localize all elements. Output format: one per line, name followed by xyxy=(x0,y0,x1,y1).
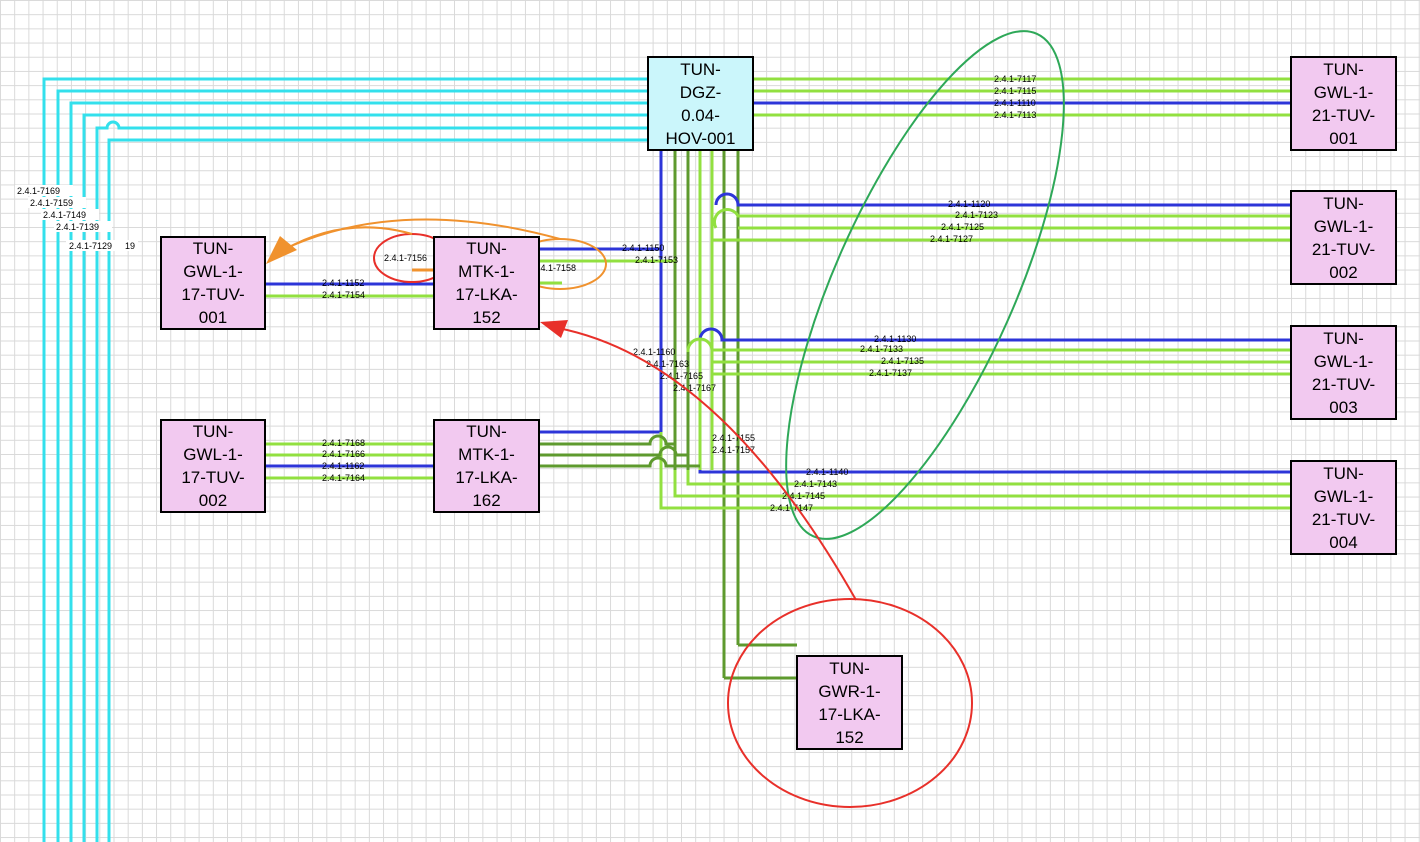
label-7165: 2.4.1-7165 xyxy=(660,371,703,381)
label-7169: 2.4.1-7169 xyxy=(17,186,60,196)
label-7166: 2.4.1-7166 xyxy=(322,449,365,459)
cable-7159-path xyxy=(56,89,647,842)
label-1150: 2.4.1-1150 xyxy=(622,243,664,253)
cable-7169-path xyxy=(42,77,647,842)
orange-arrow-curve-2 xyxy=(283,226,413,251)
mtk152-connections xyxy=(265,247,675,298)
green-highlight-ellipse xyxy=(785,30,1065,540)
label-7139: 2.4.1-7139 xyxy=(56,222,99,232)
orange-arrowhead xyxy=(266,236,297,264)
cable-7119-path xyxy=(107,138,647,842)
label-7113: 2.4.1-7113 xyxy=(994,110,1036,120)
mtk162-to-trunk xyxy=(540,434,700,468)
label-7167: 2.4.1-7167 xyxy=(673,383,716,393)
label-7157: 2.4.1-7157 xyxy=(712,445,755,455)
red-arrow-curve xyxy=(557,327,857,601)
label-7154: 2.4.1-7154 xyxy=(322,290,365,300)
cables-to-gwl21-002 xyxy=(712,192,1291,242)
label-1130: 2.4.1-1130 xyxy=(874,334,916,344)
label-7129: 2.4.1-7129 xyxy=(69,241,112,251)
cable-mtk162-b xyxy=(540,445,688,457)
device-box-gwl17-001[interactable]: TUN- GWL-1- 17-TUV- 001 xyxy=(160,236,266,330)
cable-mtk162-c xyxy=(540,456,700,468)
device-box-mtk152[interactable]: TUN- MTK-1- 17-LKA- 152 xyxy=(433,236,540,330)
trunk-to-gwl21-004-7143 xyxy=(686,470,1291,486)
label-1152: 2.4.1-1152 xyxy=(322,278,364,288)
label-1160: 2.4.1-1160 xyxy=(633,347,675,357)
label-7168: 2.4.1-7168 xyxy=(322,438,365,448)
cyan-cable-bundle xyxy=(42,77,647,842)
label-7145: 2.4.1-7145 xyxy=(782,491,825,501)
label-7159: 2.4.1-7159 xyxy=(30,198,73,208)
label-7115: 2.4.1-7115 xyxy=(994,86,1036,96)
device-box-gwl21-003[interactable]: TUN- GWL-1- 21-TUV- 003 xyxy=(1290,325,1397,420)
cable-mtk162-a xyxy=(540,434,675,446)
label-1140: 2.4.1-1140 xyxy=(806,467,848,477)
label-7137: 2.4.1-7137 xyxy=(869,368,912,378)
trunk-blue-main xyxy=(540,150,663,434)
label-7163: 2.4.1-7163 xyxy=(646,359,689,369)
label-7153: 2.4.1-7153 xyxy=(635,255,678,265)
label-7123: 2.4.1-7123 xyxy=(955,210,998,220)
label-7125: 2.4.1-7125 xyxy=(941,222,984,232)
red-circle-gwr xyxy=(727,598,973,808)
label-7127: 2.4.1-7127 xyxy=(930,234,973,244)
cable-7149-path xyxy=(69,101,647,842)
trunk-to-gwl21-004-7145 xyxy=(673,470,1291,498)
label-7164: 2.4.1-7164 xyxy=(322,473,365,483)
label-7155: 2.4.1-7155 xyxy=(712,433,755,443)
device-box-dgz[interactable]: TUN- DGZ- 0.04- HOV-001 xyxy=(647,56,754,151)
cables-to-gwl21-001 xyxy=(753,77,1291,117)
label-7143: 2.4.1-7143 xyxy=(794,479,837,489)
device-box-mtk162[interactable]: TUN- MTK-1- 17-LKA- 162 xyxy=(433,419,540,513)
label-7149: 2.4.1-7149 xyxy=(43,210,86,220)
label-1110: 2.4.1-1110 xyxy=(994,98,1036,108)
label-7117: 2.4.1-7117 xyxy=(994,74,1036,84)
label-7133: 2.4.1-7133 xyxy=(860,344,903,354)
cable-labels: 2.4.1-7169 2.4.1-7159 2.4.1-7149 2.4.1-7… xyxy=(15,74,1036,513)
trunk-to-gwl21-004-1140 xyxy=(698,470,1291,474)
label-7135: 2.4.1-7135 xyxy=(881,356,924,366)
cable-7133-path xyxy=(686,337,1291,353)
cable-7139-path xyxy=(82,113,647,842)
label-1162: 2.4.1-1162 xyxy=(322,461,364,471)
device-box-gwl21-002[interactable]: TUN- GWL-1- 21-TUV- 002 xyxy=(1290,190,1397,285)
device-box-gwl21-004[interactable]: TUN- GWL-1- 21-TUV- 004 xyxy=(1290,460,1397,555)
device-box-gwr152[interactable]: TUN- GWR-1- 17-LKA- 152 xyxy=(796,655,903,750)
cables-to-gwl21-003 xyxy=(686,327,1291,376)
cable-1130-path xyxy=(698,327,1291,342)
label-1120: 2.4.1-1120 xyxy=(948,199,990,209)
cable-1120-path xyxy=(714,192,1291,207)
gwl17-002-connections xyxy=(265,442,434,480)
label-7158: 2.4.1-7158 xyxy=(533,263,576,273)
label-19: 19 xyxy=(125,241,135,251)
cable-7129-path xyxy=(95,120,647,842)
device-box-gwl17-002[interactable]: TUN- GWL-1- 17-TUV- 002 xyxy=(160,419,266,513)
vertical-trunk xyxy=(540,150,1291,680)
device-box-gwl21-001[interactable]: TUN- GWL-1- 21-TUV- 001 xyxy=(1290,56,1397,151)
red-arrowhead xyxy=(540,320,568,338)
cable-7123-path xyxy=(712,207,1291,229)
label-7156: 2.4.1-7156 xyxy=(384,253,427,263)
